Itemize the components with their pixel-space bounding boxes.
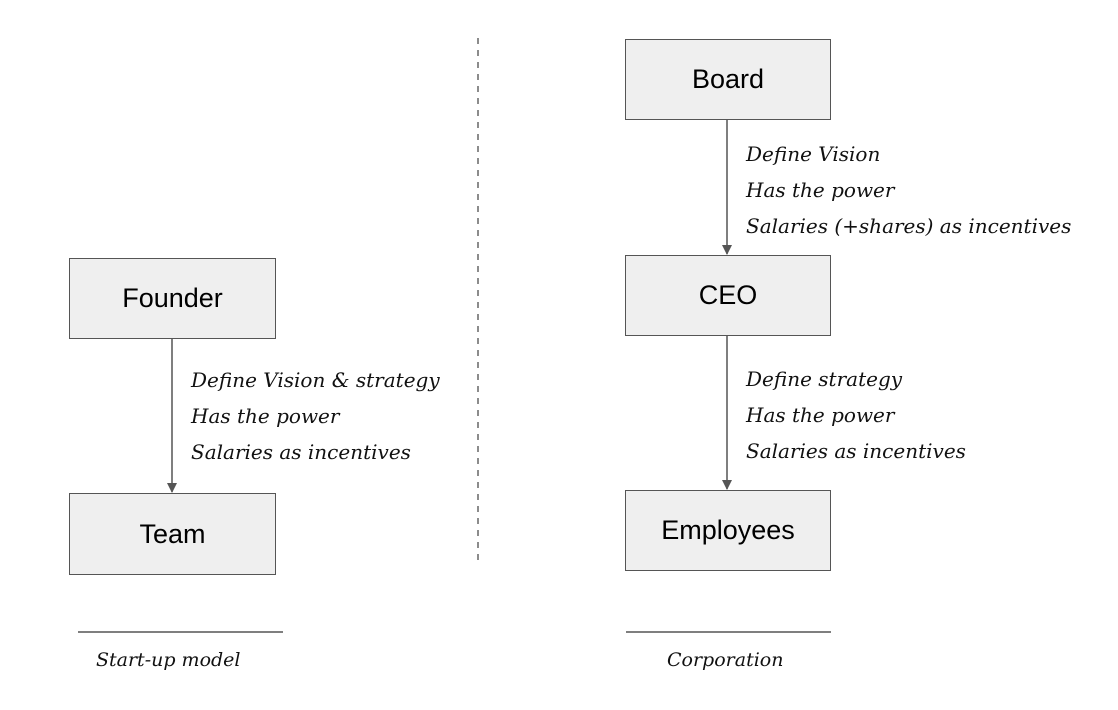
corporation-top-note-2: Has the power xyxy=(746,178,895,202)
ceo-box: CEO xyxy=(625,255,831,336)
board-box: Board xyxy=(625,39,831,120)
startup-note-2: Has the power xyxy=(191,404,340,428)
startup-note-1: Define Vision & strategy xyxy=(191,368,440,392)
corporation-top-note-3: Salaries (+shares) as incentives xyxy=(746,214,1072,238)
corporation-notes-top: Define Vision Has the power Salaries (+s… xyxy=(746,136,1071,244)
startup-caption: Start-up model xyxy=(96,649,241,671)
corporation-notes-bottom: Define strategy Has the power Salaries a… xyxy=(746,361,966,469)
employees-box: Employees xyxy=(625,490,831,571)
corporation-top-note-1: Define Vision xyxy=(746,142,881,166)
corporation-bottom-note-3: Salaries as incentives xyxy=(746,439,966,463)
corporation-bottom-note-2: Has the power xyxy=(746,403,895,427)
team-box: Team xyxy=(69,493,276,575)
corporation-bottom-note-1: Define strategy xyxy=(746,367,903,391)
startup-note-3: Salaries as incentives xyxy=(191,440,411,464)
corporation-caption: Corporation xyxy=(667,649,784,671)
founder-box: Founder xyxy=(69,258,276,339)
startup-notes: Define Vision & strategy Has the power S… xyxy=(191,362,440,470)
